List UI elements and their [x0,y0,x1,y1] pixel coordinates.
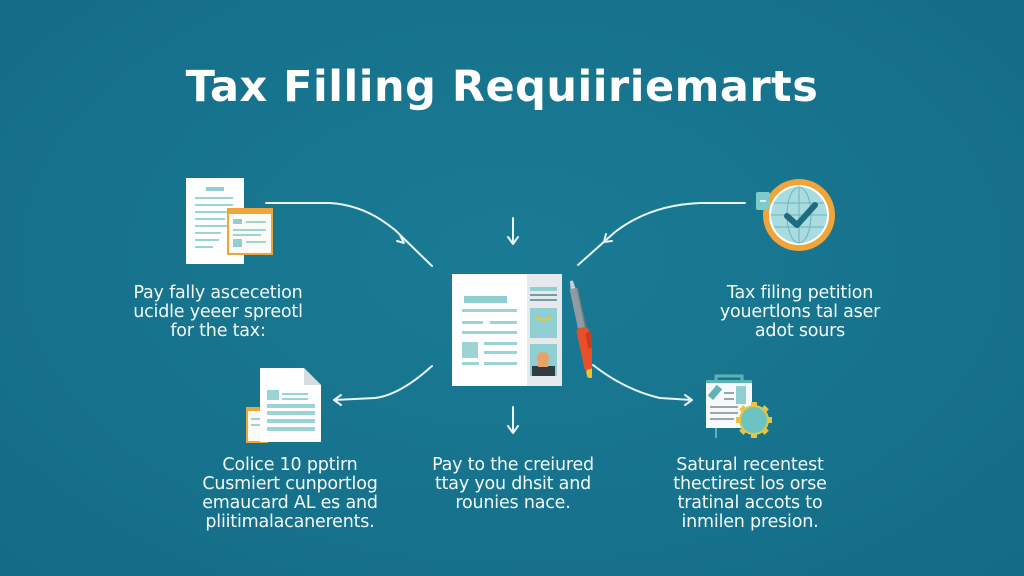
arrow-bottom-left [333,365,433,401]
clipboard-gear-icon [702,372,774,440]
document-page-icon [244,366,324,446]
id-form-with-pen-icon [452,274,597,394]
globe-checkmark-icon [752,178,840,254]
caption-bottom-center: Pay to the creiured ttay you dhsit and r… [432,455,594,513]
arrow-top-left [265,202,433,267]
arrow-top-right [577,202,746,266]
caption-top-right: Tax filing petition youertlons tal aser … [719,283,881,341]
document-stack-icon [186,178,276,266]
arrow-bottom-right [592,364,693,401]
caption-bottom-right: Satural recentest thectirest los orse tr… [673,455,827,532]
page-title: Tax Filling Requiiriemarts [185,62,819,112]
caption-bottom-left: Colice 10 pptirn Cusmiert cunportlog ema… [202,455,378,532]
caption-top-left: Pay fally ascecetion ucidle yeeer spreot… [133,283,303,341]
